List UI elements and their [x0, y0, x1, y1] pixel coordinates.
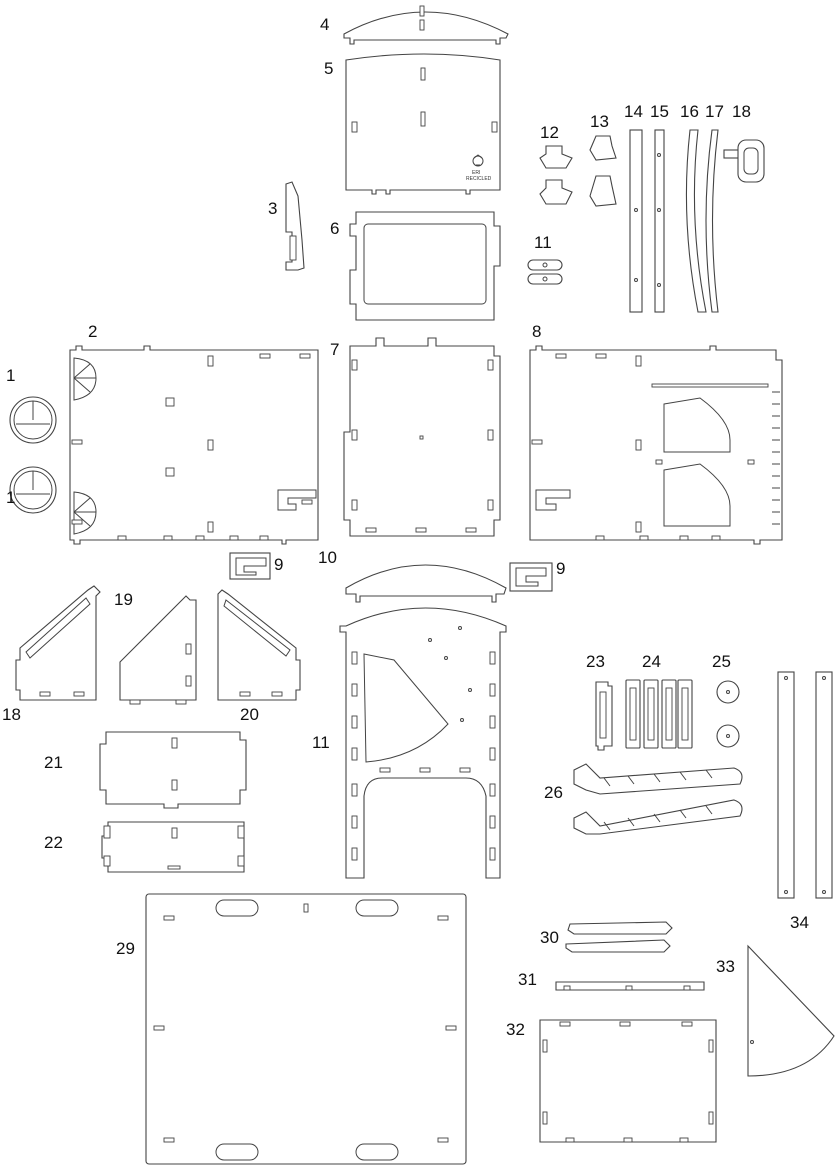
part-label-8: 8	[532, 322, 541, 341]
part-34-strips	[777, 671, 833, 899]
part-33-quarter-plate	[747, 944, 835, 1077]
part-1-wheel-bottom	[9, 466, 57, 514]
part-label-4: 4	[320, 15, 329, 34]
part-label-1a: 1	[6, 366, 15, 385]
recycle-mark-subtext: RECICLED	[466, 176, 492, 182]
part-17-curved-rail	[685, 129, 707, 313]
recycle-icon	[472, 154, 484, 167]
part-label-24: 22	[44, 833, 63, 852]
part-5-top-panel: ERI RECICLED	[345, 53, 501, 195]
part-label-22: 20	[240, 705, 259, 724]
part-label-10: 10	[318, 548, 337, 567]
part-6-window-frame	[349, 211, 501, 321]
part-10-arch	[345, 564, 507, 603]
part-label-9b: 9	[556, 559, 565, 578]
part-label-9a: 9	[274, 555, 283, 574]
part-label-27: 25	[712, 652, 731, 671]
part-21-gable	[119, 595, 197, 705]
part-30-rails	[565, 921, 673, 953]
part-label-14: 13	[590, 112, 609, 131]
protractor-engraving-top	[73, 357, 97, 401]
part-label-13: 12	[540, 123, 559, 142]
part-16-strip	[654, 129, 665, 313]
part-8-right-panel	[529, 345, 783, 545]
part-22-gable	[217, 589, 301, 701]
part-label-28: 26	[544, 783, 563, 802]
part-11-rear-frame	[339, 607, 507, 879]
part-9-tile-left	[229, 552, 271, 580]
part-label-32: 32	[506, 1020, 525, 1039]
part-27-discs	[716, 680, 740, 748]
part-label-19: 18	[732, 102, 751, 121]
part-23-panel	[99, 731, 247, 809]
part-label-15: 14	[624, 102, 643, 121]
part-label-25: 23	[586, 652, 605, 671]
protractor-engraving-bottom	[73, 491, 97, 535]
part-label-5: 5	[324, 59, 333, 78]
part-12-washers	[527, 259, 563, 285]
part-label-23: 21	[44, 753, 63, 772]
part-label-3: 3	[268, 199, 277, 218]
part-19-handle	[723, 139, 765, 183]
part-label-33: 33	[716, 957, 735, 976]
part-label-21: 19	[114, 590, 133, 609]
part-7-front-panel	[343, 337, 501, 537]
part-label-17: 16	[680, 102, 699, 121]
part-label-12: 11	[534, 233, 552, 252]
part-label-1b: 1	[6, 488, 15, 507]
part-1-wheel-top	[9, 396, 57, 444]
part-13-hinge-plates	[539, 145, 573, 205]
part-label-2: 2	[88, 322, 97, 341]
recycle-mark-text: ERI	[472, 170, 480, 176]
part-29-base	[145, 893, 467, 1165]
part-label-30: 30	[540, 928, 559, 947]
part-3-bracket	[285, 181, 305, 271]
part-24-panel	[101, 821, 245, 873]
part-31-rail	[555, 981, 705, 991]
part-label-29: 29	[116, 939, 135, 958]
part-label-31: 31	[518, 970, 537, 989]
part-label-11: 11	[312, 733, 330, 752]
part-label-18: 17	[705, 102, 724, 121]
part-label-6: 6	[330, 219, 339, 238]
part-label-26: 24	[642, 652, 661, 671]
part-25-bar	[595, 681, 613, 751]
part-9-tile-right	[509, 562, 553, 592]
part-14-hinge-plates	[589, 135, 617, 207]
part-label-7: 7	[330, 340, 339, 359]
part-4-top-arch	[343, 5, 509, 45]
part-32-panel	[539, 1019, 717, 1143]
part-26-bars	[625, 679, 693, 749]
part-label-16: 15	[650, 102, 669, 121]
part-label-34: 34	[790, 913, 809, 932]
part-15-strip	[629, 129, 643, 313]
part-label-20: 18	[2, 705, 21, 724]
part-28-arms	[573, 763, 743, 835]
part-18-curved-rail	[705, 129, 719, 313]
part-20-gable	[15, 585, 101, 701]
part-2-left-panel	[69, 345, 319, 545]
